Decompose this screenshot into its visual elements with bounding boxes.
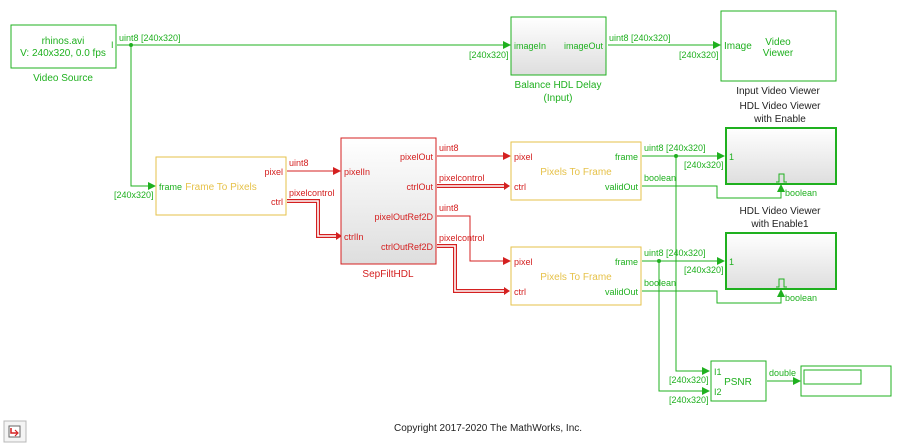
signal-label: boolean <box>785 293 817 303</box>
p2f2-ctrl-port: ctrl <box>514 287 526 297</box>
signal-label: boolean <box>644 173 676 183</box>
viewer-image-port: Image <box>724 41 752 52</box>
p2f1-validout-port: validOut <box>605 182 639 192</box>
signal-label: pixelcontrol <box>439 173 485 183</box>
frame-to-pixels-block[interactable]: frame Frame To Pixels pixel ctrl <box>155 156 287 216</box>
signal-label: boolean <box>644 278 676 288</box>
p2f1-title: Pixels To Frame <box>540 167 612 178</box>
signal-label: [240x320] <box>669 395 709 405</box>
p2f1-ctrl-port: ctrl <box>514 182 526 192</box>
p2f2-validout-port: validOut <box>605 287 639 297</box>
signal-label: [240x320] <box>679 50 719 60</box>
viewer-title-line2: Viewer <box>763 48 794 59</box>
f2p-frame-port: frame <box>159 182 182 192</box>
video-source-info: V: 240x320, 0.0 fps <box>20 48 106 59</box>
red-signal-lines <box>287 152 511 265</box>
model-browser-button[interactable] <box>3 420 27 443</box>
balance-out-port: imageOut <box>564 41 604 51</box>
signal-label: uint8 [240x320] <box>644 143 706 153</box>
hdl-viewer2-caption-line1: HDL Video Viewer <box>740 206 822 217</box>
sepfilt-caption: SepFiltHDL <box>362 269 414 280</box>
p2f2-title: Pixels To Frame <box>540 272 612 283</box>
signal-label: uint8 <box>439 203 459 213</box>
sepfilt-ctrlin-port: ctrlIn <box>344 232 364 242</box>
p2f2-frame-port: frame <box>615 257 638 267</box>
sepfilt-pixeloutref2d-port: pixelOutRef2D <box>374 212 433 222</box>
copyright-text: Copyright 2017-2020 The MathWorks, Inc. <box>394 423 582 434</box>
f2p-pixel-port: pixel <box>264 167 283 177</box>
p2f1-pixel-port: pixel <box>514 152 533 162</box>
video-source-file: rhinos.avi <box>42 36 85 47</box>
signal-label: uint8 [240x320] <box>644 248 706 258</box>
sepfilt-pixelin-port: pixelIn <box>344 167 370 177</box>
branch-points <box>129 43 678 263</box>
signal-label: [240x320] <box>469 50 509 60</box>
psnr-i2-port: I2 <box>714 387 722 397</box>
hdl1-input-port: 1 <box>729 152 734 162</box>
sepfilthdl-subsystem-block[interactable]: pixelIn ctrlIn pixelOut ctrlOut pixelOut… <box>340 137 437 265</box>
signal-label: pixelcontrol <box>439 233 485 243</box>
signal-label: [240x320] <box>669 375 709 385</box>
psnr-title: PSNR <box>724 377 752 388</box>
enable-pulse-icon <box>776 173 787 183</box>
signal-label: double <box>769 368 796 378</box>
p2f2-pixel-port: pixel <box>514 257 533 267</box>
viewer-title-line1: Video <box>765 37 791 48</box>
signal-labels: uint8 [240x320] [240x320] uint8 [240x320… <box>114 33 817 405</box>
signal-label: uint8 <box>289 158 309 168</box>
pixels-to-frame-2-block[interactable]: pixel ctrl Pixels To Frame frame validOu… <box>510 246 642 306</box>
psnr-block[interactable]: I1 I2 PSNR <box>710 360 767 402</box>
hdl2-input-port: 1 <box>729 257 734 267</box>
f2p-ctrl-port: ctrl <box>271 197 283 207</box>
pixels-to-frame-1-block[interactable]: pixel ctrl Pixels To Frame frame validOu… <box>510 141 642 201</box>
balance-caption-line1: Balance HDL Delay <box>515 80 602 91</box>
signal-label: uint8 <box>439 143 459 153</box>
balance-caption-line2: (Input) <box>544 93 573 104</box>
sepfilt-ctrlout-port: ctrlOut <box>406 182 433 192</box>
display-value-field <box>803 369 862 385</box>
hdl-viewer1-caption-line1: HDL Video Viewer <box>740 101 822 112</box>
video-source-caption: Video Source <box>33 73 93 84</box>
signal-label: [240x320] <box>684 160 724 170</box>
signal-label: uint8 [240x320] <box>119 33 181 43</box>
green-signal-lines <box>117 41 801 395</box>
hdl-viewer2-caption-line2: with Enable1 <box>750 219 809 230</box>
signal-label: boolean <box>785 188 817 198</box>
psnr-i1-port: I1 <box>714 367 722 377</box>
signal-label: pixelcontrol <box>289 188 335 198</box>
balance-in-port: imageIn <box>514 41 546 51</box>
signal-label: uint8 [240x320] <box>609 33 671 43</box>
input-viewer-caption: Input Video Viewer <box>736 86 820 97</box>
video-source-port: I <box>111 40 114 50</box>
hdl-viewer1-caption-line2: with Enable <box>753 114 806 125</box>
enable-pulse-icon <box>776 278 787 288</box>
p2f1-frame-port: frame <box>615 152 638 162</box>
signal-label: [240x320] <box>114 190 154 200</box>
hdl-video-viewer-2-block[interactable]: 1 <box>725 232 837 290</box>
signal-label: [240x320] <box>684 265 724 275</box>
f2p-title: Frame To Pixels <box>185 182 257 193</box>
hdl-video-viewer-1-block[interactable]: 1 <box>725 127 837 185</box>
psnr-display-block[interactable] <box>800 365 892 397</box>
video-source-block[interactable]: rhinos.avi V: 240x320, 0.0 fps I <box>10 24 117 69</box>
sepfilt-pixelout-port: pixelOut <box>400 152 434 162</box>
sepfilt-ctrloutref2d-port: ctrlOutRef2D <box>381 242 434 252</box>
model-hierarchy-icon <box>8 425 21 438</box>
input-video-viewer-block[interactable]: Image Video Viewer <box>720 10 837 82</box>
balance-hdl-delay-block[interactable]: imageIn imageOut <box>510 16 607 76</box>
